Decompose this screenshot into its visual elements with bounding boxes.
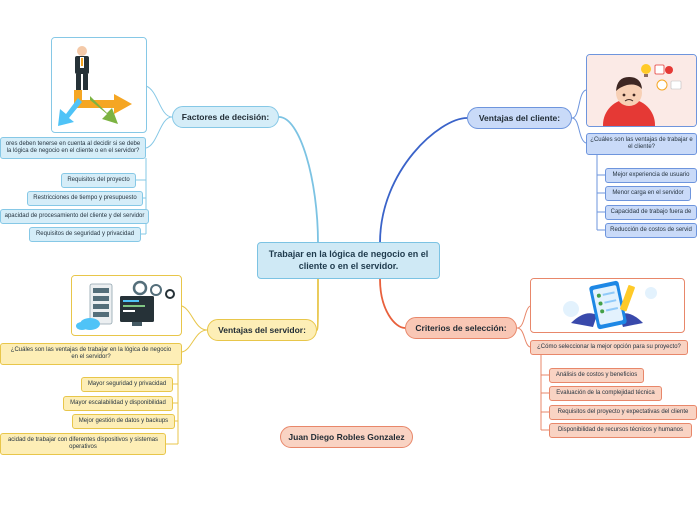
topic-factores-label: Factores de decisión: [181,111,270,122]
servidor-item[interactable]: Mayor escalabilidad y disponibilidad [63,396,173,411]
factores-item-label: Requisitos de seguridad y privacidad [35,230,135,237]
seleccion-item-label: Requisitos del proyecto y expectativas d… [557,408,689,415]
cliente-question-line1: ¿Cuáles son las ventajas de trabajar e [590,136,693,143]
servidor-image[interactable] [71,275,182,336]
topic-ventajas-cliente[interactable]: Ventajas del cliente: [467,107,572,129]
topic-factores-decision[interactable]: Factores de decisión: [172,106,279,128]
factores-image[interactable] [51,37,147,133]
seleccion-item-label: Análisis de costos y beneficios [555,371,638,378]
cliente-item[interactable]: Capacidad de trabajo fuera de [605,205,697,220]
topic-criterios-seleccion[interactable]: Criterios de selección: [405,317,517,339]
seleccion-item-label: Evaluación de la complejidad técnica [556,389,655,396]
cliente-item-label: Menor carga en el servidor [612,189,684,196]
factores-question[interactable]: ores deben tenerse en cuenta al decidir … [0,137,146,159]
cliente-item-label: Capacidad de trabajo fuera de [610,208,692,215]
servidor-question-line1: ¿Cuáles son las ventajas de trabajar en … [10,346,172,353]
topic-seleccion-label: Criterios de selección: [415,322,507,333]
seleccion-item[interactable]: Disponibilidad de recursos técnicos y hu… [549,423,692,438]
person-ideas-icon [587,55,696,126]
servidor-item[interactable]: Mayor seguridad y privacidad [81,377,173,392]
topic-cliente-label: Ventajas del cliente: [478,112,561,123]
factores-item[interactable]: Restricciones de tiempo y presupuesto [27,191,143,206]
factores-item[interactable]: Requisitos de seguridad y privacidad [29,227,141,242]
factores-item-label: apacidad de procesamiento del cliente y … [4,212,145,219]
topic-ventajas-servidor[interactable]: Ventajas del servidor: [207,319,317,341]
servidor-item-label: Mejor gestión de datos y backups [78,417,169,424]
seleccion-question[interactable]: ¿Cómo seleccionar la mejor opción para s… [530,340,688,355]
cliente-question-line2: el cliente? [627,144,655,150]
factores-item[interactable]: apacidad de procesamiento del cliente y … [0,209,149,224]
seleccion-item[interactable]: Requisitos del proyecto y expectativas d… [549,405,697,420]
factores-item[interactable]: Requisitos del proyecto [61,173,136,188]
servidor-item-line2: operativos [69,444,97,450]
seleccion-item[interactable]: Evaluación de la complejidad técnica [549,386,662,401]
seleccion-item-label: Disponibilidad de recursos técnicos y hu… [557,426,684,433]
seleccion-image[interactable] [530,278,685,333]
cliente-item[interactable]: Reducción de costos de servid [605,223,697,238]
server-cloud-icon [72,276,180,334]
connector-central-seleccion [379,278,406,329]
connector-central-cliente [379,117,468,244]
author-topic[interactable]: Juan Diego Robles Gonzalez [280,426,413,448]
central-topic-text: Trabajar en la lógica de negocio en el c… [268,249,429,271]
servidor-item-label: Mayor seguridad y privacidad [87,380,167,387]
cliente-item[interactable]: Mejor experiencia de usuario [605,168,697,183]
connector-central-factores [278,116,319,244]
seleccion-item[interactable]: Análisis de costos y beneficios [549,368,644,383]
factores-item-label: Requisitos del proyecto [67,176,130,183]
cliente-question[interactable]: ¿Cuáles son las ventajas de trabajar e e… [586,133,697,155]
cliente-item[interactable]: Menor carga en el servidor [605,186,691,201]
checklist-tablet-icon [531,279,683,331]
author-label: Juan Diego Robles Gonzalez [288,431,405,442]
cliente-item-label: Mejor experiencia de usuario [612,171,690,178]
cliente-image[interactable] [586,54,697,127]
servidor-item-line1: acidad de trabajar con diferentes dispos… [7,436,159,443]
factores-question-line1: ores deben tenerse en cuenta al decidir … [5,140,141,147]
seleccion-question-label: ¿Cómo seleccionar la mejor opción para s… [537,343,681,350]
servidor-item[interactable]: Mejor gestión de datos y backups [72,414,175,429]
cliente-item-label: Reducción de costos de servid [610,226,692,233]
servidor-question[interactable]: ¿Cuáles son las ventajas de trabajar en … [0,343,182,365]
servidor-question-line2: en el servidor? [71,354,111,360]
central-topic[interactable]: Trabajar en la lógica de negocio en el c… [257,242,440,279]
factores-question-line2: la lógica de negocio en el cliente o en … [6,148,140,154]
servidor-item-label: Mayor escalabilidad y disponibilidad [70,399,166,406]
topic-servidor-label: Ventajas del servidor: [218,324,306,335]
connector-central-servidor [316,278,319,331]
servidor-item[interactable]: acidad de trabajar con diferentes dispos… [0,433,166,455]
businessman-arrows-icon [52,38,145,131]
factores-item-label: Restricciones de tiempo y presupuesto [33,194,137,201]
